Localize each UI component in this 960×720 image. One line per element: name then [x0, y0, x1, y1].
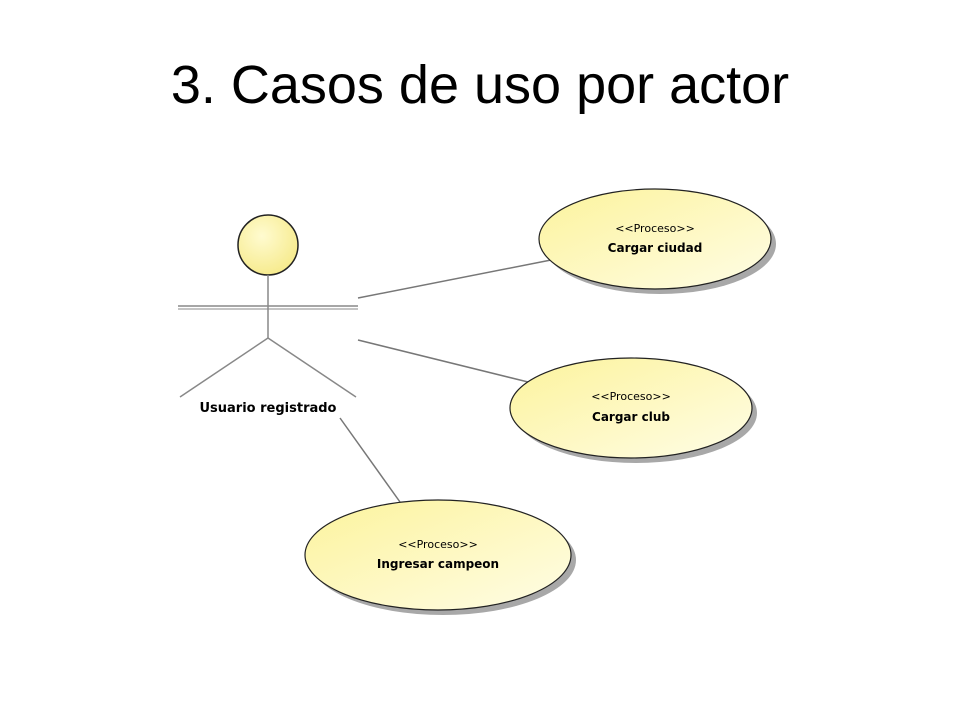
actor-right-leg [267, 337, 357, 398]
actor-usuario-registrado: Usuario registrado [178, 214, 358, 416]
actor-head [237, 214, 299, 276]
use-case-stereotype: <<Proceso>> [615, 222, 695, 235]
associations [339, 259, 552, 503]
slide-title: 3. Casos de uso por actor [170, 55, 790, 115]
use-case-cargar-ciudad: <<Proceso>> Cargar ciudad [538, 188, 776, 294]
use-case-ingresar-campeon: <<Proceso>> Ingresar campeon [304, 499, 576, 615]
association-line-campeon [339, 417, 401, 503]
actor-left-leg [179, 337, 269, 398]
actor-label: Usuario registrado [199, 401, 336, 416]
use-case-label: Cargar club [592, 410, 670, 424]
use-case-label: Cargar ciudad [608, 241, 703, 255]
use-case-ellipse [509, 357, 753, 459]
use-case-label: Ingresar campeon [377, 557, 499, 571]
use-case-stereotype: <<Proceso>> [591, 390, 671, 403]
use-case-stereotype: <<Proceso>> [398, 538, 478, 551]
use-case-cargar-club: <<Proceso>> Cargar club [509, 357, 757, 463]
use-case-ellipse [304, 499, 572, 611]
association-line-club [357, 339, 529, 383]
use-case-ellipse [538, 188, 772, 290]
association-line-ciudad [357, 259, 552, 299]
